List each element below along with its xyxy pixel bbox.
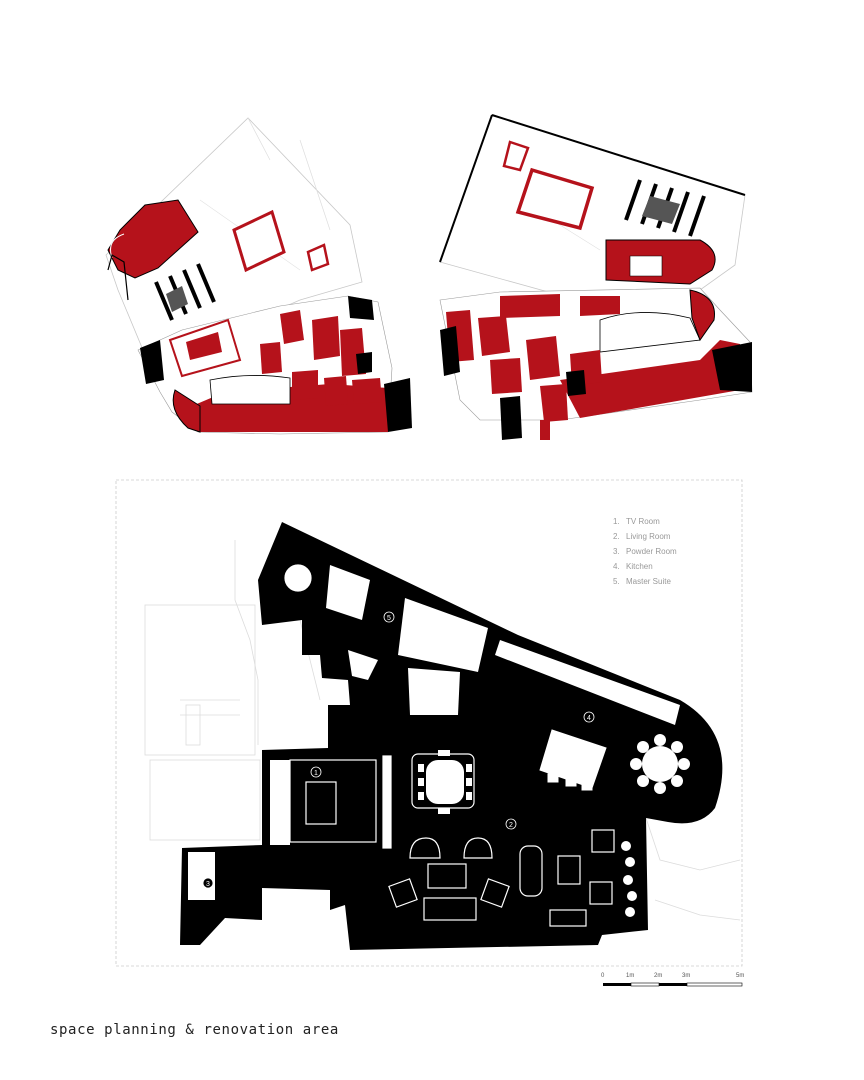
legend-item-tv-room: 1.TV Room <box>613 517 660 526</box>
legend-item-powder-room: 3.Powder Room <box>613 547 677 556</box>
axonometric-view-left <box>105 117 412 435</box>
svg-text:4: 4 <box>587 715 591 722</box>
scale-label-0: 0 <box>601 973 605 979</box>
legend-item-kitchen: 4.Kitchen <box>613 562 653 571</box>
svg-text:1: 1 <box>314 770 318 777</box>
legend-item-master-suite: 5.Master Suite <box>613 577 671 586</box>
svg-text:3: 3 <box>206 881 210 888</box>
floor-plan: 1 2 3 4 5 <box>115 479 743 967</box>
axonometric-view-right <box>439 114 753 440</box>
page-caption: space planning & renovation area <box>50 1022 339 1038</box>
scale-label-1m: 1m <box>626 973 635 979</box>
scale-bar <box>603 982 743 987</box>
room-marker-4: 4 <box>583 711 595 723</box>
room-marker-1: 1 <box>310 766 322 778</box>
room-marker-2: 2 <box>505 818 517 830</box>
svg-text:2: 2 <box>509 822 513 829</box>
legend-item-living-room: 2.Living Room <box>613 532 671 541</box>
room-marker-5: 5 <box>383 611 395 623</box>
svg-text:5: 5 <box>387 615 391 622</box>
room-marker-3: 3 <box>202 877 214 889</box>
scale-label-5m: 5m <box>736 973 745 979</box>
scale-label-3m: 3m <box>682 973 691 979</box>
scale-label-2m: 2m <box>654 973 663 979</box>
